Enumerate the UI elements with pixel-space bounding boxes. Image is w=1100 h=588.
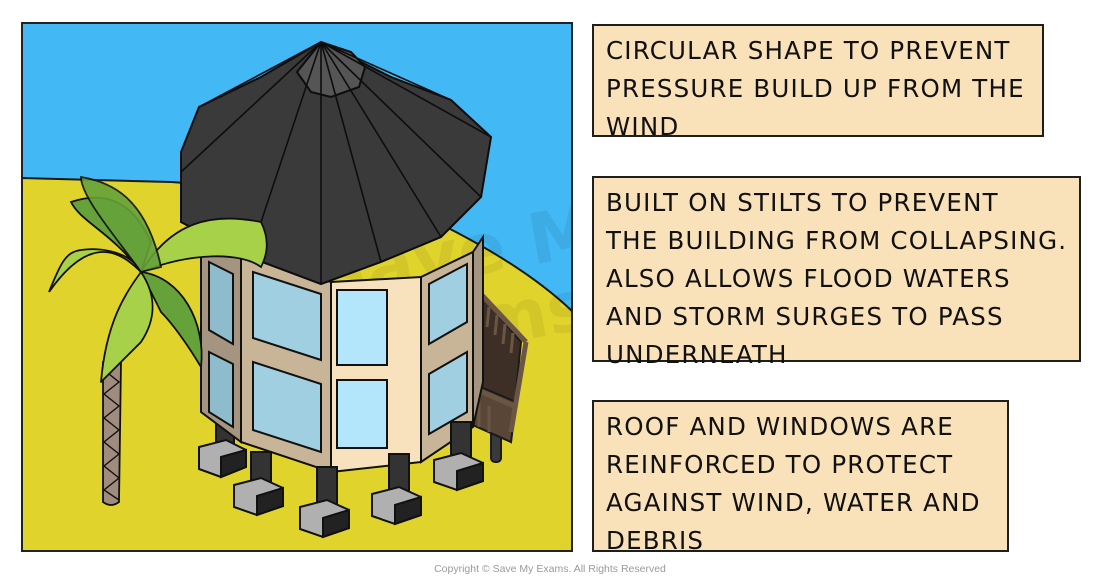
copyright-notice: Copyright © Save My Exams. All Rights Re…: [434, 563, 666, 575]
note-line: CIRCULAR SHAPE TO PREVENT: [606, 36, 1011, 65]
note-circular-shape: CIRCULAR SHAPE TO PREVENT PRESSURE BUILD…: [592, 24, 1044, 141]
note-reinforced-roof-windows: ROOF AND WINDOWS ARE REINFORCED TO PROTE…: [592, 400, 1009, 555]
note-line: AND STORM SURGES TO PASS: [606, 302, 1004, 331]
note-line: REINFORCED TO PROTECT: [606, 450, 954, 479]
palm-tree: [48, 175, 268, 506]
note-built-on-stilts: BUILT ON STILTS TO PREVENT THE BUILDING …: [592, 176, 1081, 369]
note-line: AGAINST WIND, WATER AND: [606, 488, 981, 517]
deck-stairs: [464, 289, 529, 463]
note-line: PRESSURE BUILD UP FROM THE: [606, 74, 1025, 103]
note-line: UNDERNEATH: [606, 340, 788, 369]
note-line: DEBRIS: [606, 526, 705, 555]
note-line: THE BUILDING FROM COLLAPSING.: [606, 226, 1068, 255]
note-line: ALSO ALLOWS FLOOD WATERS: [606, 264, 1011, 293]
stilts-front: [233, 421, 484, 539]
note-line: BUILT ON STILTS TO PREVENT: [606, 188, 999, 217]
illustration-frame: [21, 22, 573, 552]
note-line: ROOF AND WINDOWS ARE: [606, 412, 954, 441]
note-line: WIND: [606, 112, 680, 141]
stilt-house-illustration: Save My Exams: [21, 22, 573, 552]
